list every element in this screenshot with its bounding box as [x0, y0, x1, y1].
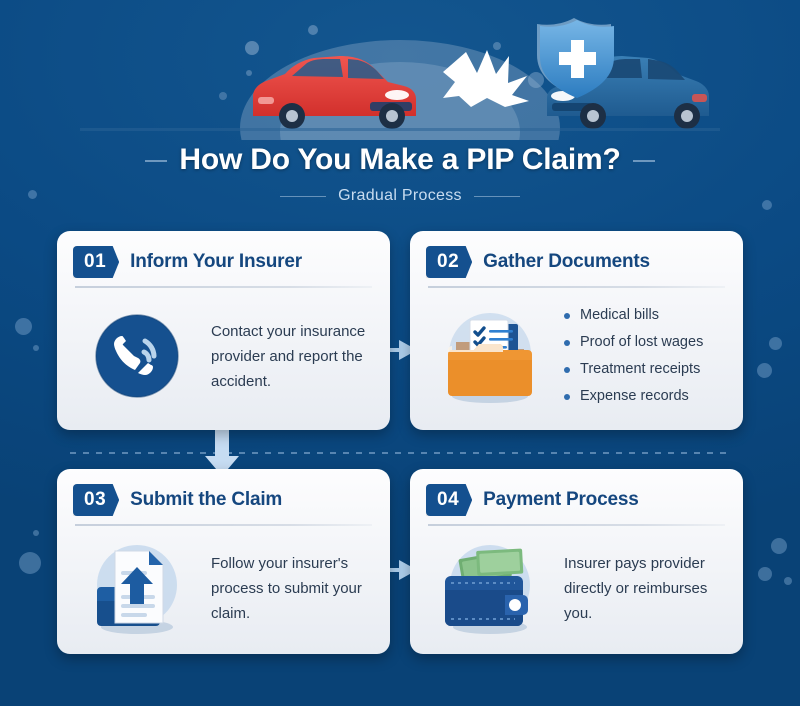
background-dot — [33, 345, 39, 351]
page-subtitle: Gradual Process — [280, 187, 520, 205]
car-accident-illustration — [0, 0, 800, 140]
step-title: Submit the Claim — [130, 489, 283, 510]
background-dot — [769, 337, 782, 350]
step-bullet-list: Medical bills Proof of lost wages Treatm… — [564, 302, 727, 410]
list-item: Medical bills — [564, 302, 727, 329]
hero-ground-line — [80, 128, 720, 131]
card-divider — [428, 524, 725, 526]
card-divider — [75, 524, 372, 526]
list-item: Expense records — [564, 383, 727, 410]
page-title: How Do You Make a PIP Claim? — [145, 142, 655, 178]
steps-row-1: 01 Inform Your Insurer — [57, 231, 743, 430]
step-card-02-head: 02 Gather Documents — [426, 246, 727, 286]
step-card-01[interactable]: 01 Inform Your Insurer — [57, 231, 390, 430]
step-title: Inform Your Insurer — [130, 251, 302, 272]
step-title: Gather Documents — [483, 251, 650, 272]
card-divider — [428, 286, 725, 288]
step-number-badge: 01 — [73, 246, 120, 278]
steps-row-2: 03 Submit the Claim — [57, 469, 743, 654]
step-description: Insurer pays provider directly or reimbu… — [564, 554, 708, 622]
background-dot — [19, 552, 41, 574]
shield-medical-cross-icon — [537, 18, 614, 98]
step-card-04-body: Insurer pays provider directly or reimbu… — [426, 526, 727, 646]
background-dot — [771, 538, 787, 554]
background-dot — [758, 567, 772, 581]
step-card-03-body: Follow your insurer's process to submit … — [73, 526, 374, 646]
step-card-03[interactable]: 03 Submit the Claim — [57, 469, 390, 654]
steps-grid: 01 Inform Your Insurer — [57, 231, 743, 654]
phone-icon — [73, 311, 201, 401]
step-description: Follow your insurer's process to submit … — [211, 554, 362, 622]
background-dot — [784, 577, 792, 585]
folder-documents-icon — [426, 304, 554, 408]
step-card-01-body: Contact your insurance provider and repo… — [73, 288, 374, 420]
collision-burst-icon — [443, 50, 529, 107]
background-dot — [757, 363, 772, 378]
step-title: Payment Process — [483, 489, 639, 510]
wallet-money-icon — [426, 538, 554, 638]
step-card-02[interactable]: 02 Gather Documents — [410, 231, 743, 430]
document-upload-icon — [73, 537, 201, 639]
list-item: Treatment receipts — [564, 356, 727, 383]
step-number-badge: 03 — [73, 484, 120, 516]
background-dot — [15, 318, 32, 335]
step-number-badge: 02 — [426, 246, 473, 278]
red-car — [253, 56, 416, 129]
header-titles: How Do You Make a PIP Claim? Gradual Pro… — [0, 142, 800, 205]
step-card-01-head: 01 Inform Your Insurer — [73, 246, 374, 286]
step-card-03-head: 03 Submit the Claim — [73, 484, 374, 524]
card-divider — [75, 286, 372, 288]
step-card-02-body: Medical bills Proof of lost wages Treatm… — [426, 288, 727, 420]
step-card-04-head: 04 Payment Process — [426, 484, 727, 524]
step-card-04[interactable]: 04 Payment Process — [410, 469, 743, 654]
background-dot — [33, 530, 39, 536]
step-number-badge: 04 — [426, 484, 473, 516]
step-description: Contact your insurance provider and repo… — [211, 322, 366, 390]
list-item: Proof of lost wages — [564, 329, 727, 356]
